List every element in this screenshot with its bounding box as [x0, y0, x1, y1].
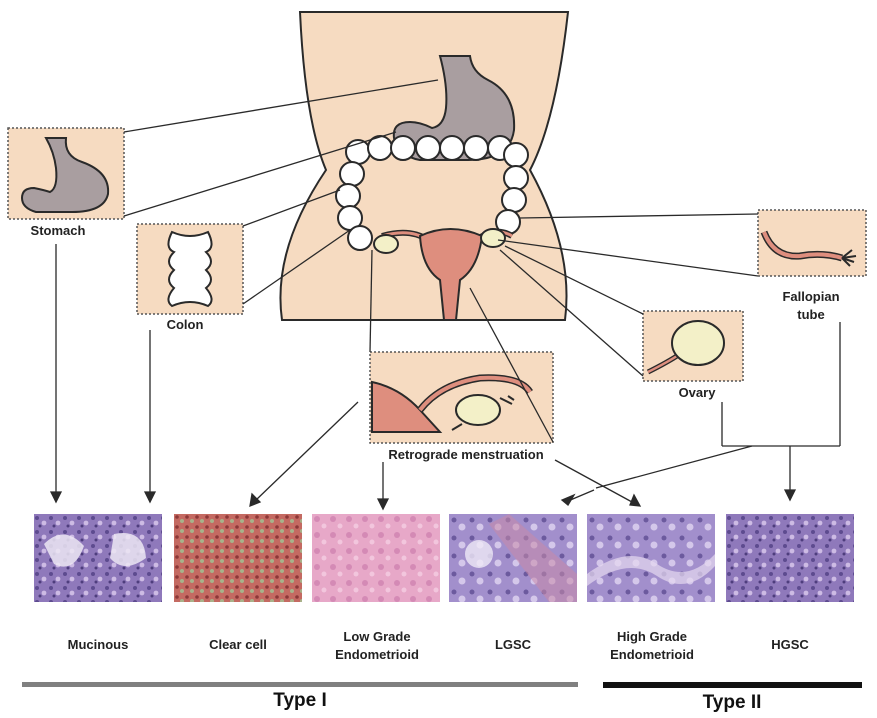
type2-bar — [603, 682, 862, 688]
type1-label: Type I — [240, 690, 360, 712]
label-retrograde-menstruation: Retrograde menstruation — [366, 446, 566, 464]
histology-clear-cell — [174, 514, 302, 602]
histology-high-grade-endometrioid — [587, 514, 715, 602]
histology-lgsc — [449, 514, 577, 602]
torso — [280, 12, 568, 320]
type2-label: Type II — [672, 692, 792, 714]
subtype-label: Low Grade Endometrioid — [322, 628, 432, 663]
subtype-label: Clear cell — [174, 636, 302, 654]
subtype-label: Mucinous — [34, 636, 162, 654]
label-colon: Colon — [140, 316, 230, 334]
body-left-ovary — [374, 235, 398, 253]
label-ovary: Ovary — [652, 384, 742, 402]
subtype-label: High Grade Endometrioid — [592, 628, 712, 663]
histology-mucinous — [34, 514, 162, 602]
subtype-label: HGSC — [726, 636, 854, 654]
subtype-label: LGSC — [449, 636, 577, 654]
label-fallopian-tube: Fallopian tube — [774, 288, 848, 323]
histology-hgsc — [726, 514, 854, 602]
body-right-ovary — [481, 229, 505, 247]
type1-bar — [22, 682, 578, 687]
label-stomach: Stomach — [8, 222, 108, 240]
histology-low-grade-endometrioid — [312, 514, 440, 602]
